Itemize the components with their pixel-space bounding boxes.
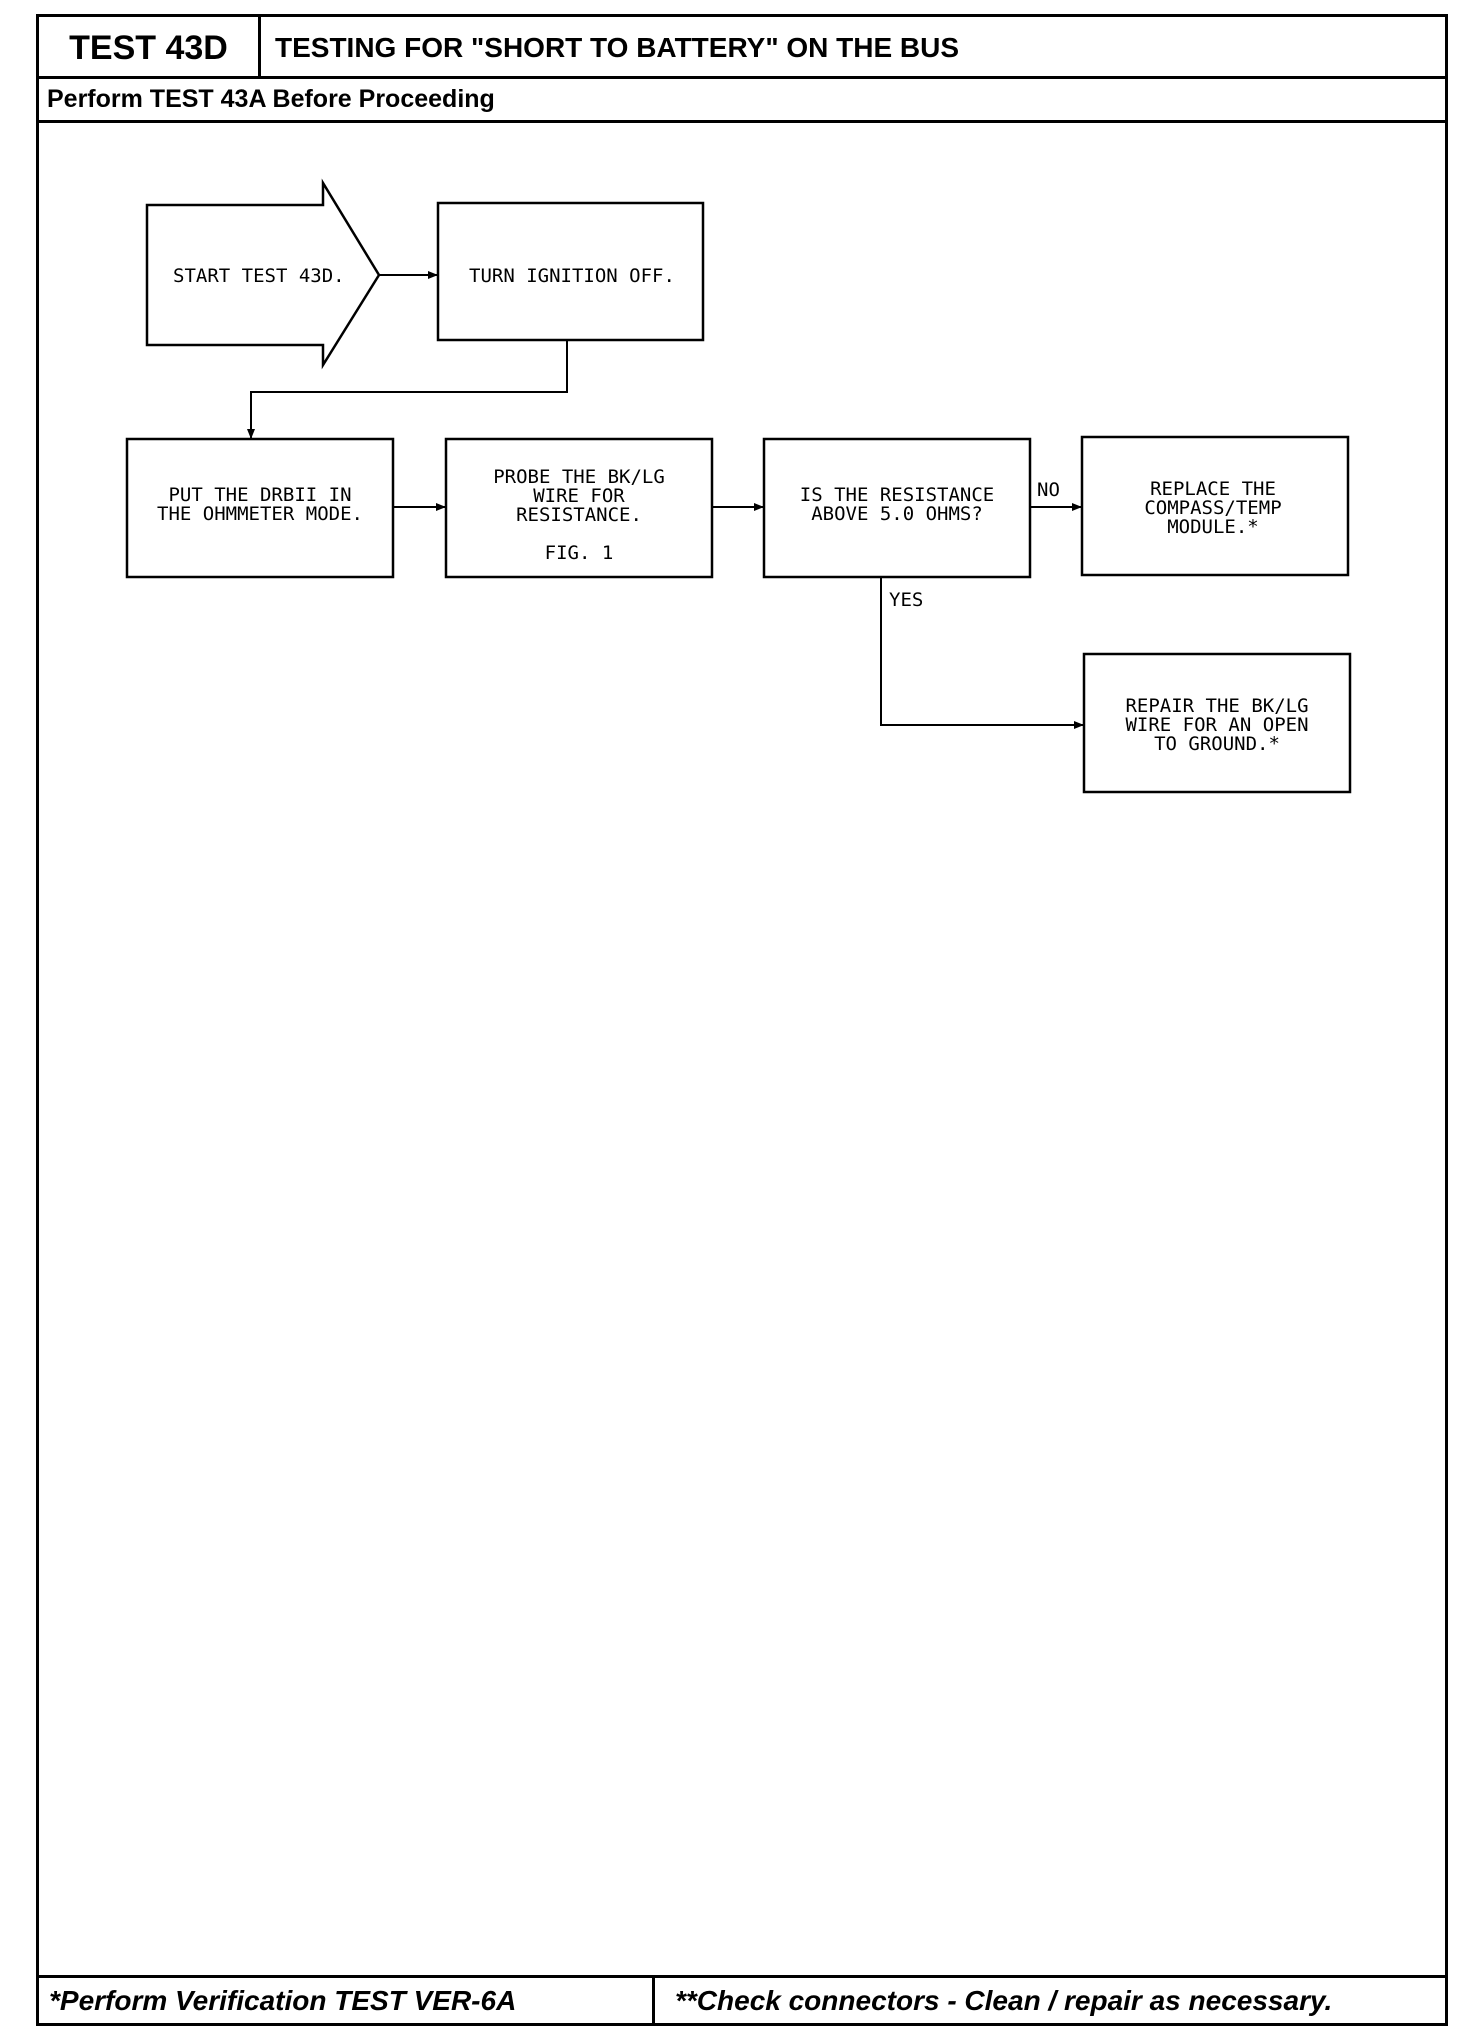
connector-ignition-drb <box>247 340 568 439</box>
drb-label-line1: PUT THE DRBII IN <box>168 484 351 506</box>
replace-label-line3: MODULE.* <box>1167 516 1259 538</box>
replace-module-box <box>1080 435 1350 577</box>
drb-label-line2: THE OHMMETER MODE. <box>157 503 363 525</box>
decision-label-line1: IS THE RESISTANCE <box>800 484 994 506</box>
repair-label-line1: REPAIR THE BK/LG <box>1125 695 1308 717</box>
ignition-off-label: TURN IGNITION OFF. <box>469 265 675 287</box>
test-id: TEST 43D <box>39 17 261 79</box>
probe-label-line3: RESISTANCE. <box>516 504 642 526</box>
yes-label: YES <box>889 589 923 611</box>
no-label: NO <box>1037 479 1060 501</box>
header-bar: TEST 43D TESTING FOR "SHORT TO BATTERY" … <box>39 17 1445 79</box>
start-arrow-shape <box>145 178 381 370</box>
repair-label-line3: TO GROUND.* <box>1154 733 1280 755</box>
start-label: START TEST 43D. <box>173 265 345 287</box>
repair-wire-box <box>1082 652 1352 794</box>
flowchart: START TEST 43D. TURN IGNITION OFF. PUT T… <box>125 178 1352 794</box>
ignition-off-box <box>436 201 705 342</box>
footer-connector-note: **Check connectors - Clean / repair as n… <box>675 1984 1333 2016</box>
probe-label-line1: PROBE THE BK/LG <box>493 466 665 488</box>
replace-label-line1: REPLACE THE <box>1150 478 1276 500</box>
test-sheet: TEST 43D TESTING FOR "SHORT TO BATTERY" … <box>36 14 1448 2026</box>
footer-verification-note: *Perform Verification TEST VER-6A <box>39 1978 655 2023</box>
decision-label-line2: ABOVE 5.0 OHMS? <box>811 503 983 525</box>
repair-label-line2: WIRE FOR AN OPEN <box>1125 714 1308 736</box>
probe-label-line2: WIRE FOR <box>533 485 625 507</box>
prerequisite-note: Perform TEST 43A Before Proceeding <box>39 79 1445 123</box>
replace-label-line2: COMPASS/TEMP <box>1144 497 1281 519</box>
probe-fig-label: FIG. 1 <box>545 542 614 564</box>
connector-decision-yes <box>880 577 1084 729</box>
footer-bar: *Perform Verification TEST VER-6A **Chec… <box>39 1975 1445 2023</box>
test-title: TESTING FOR "SHORT TO BATTERY" ON THE BU… <box>275 32 960 63</box>
